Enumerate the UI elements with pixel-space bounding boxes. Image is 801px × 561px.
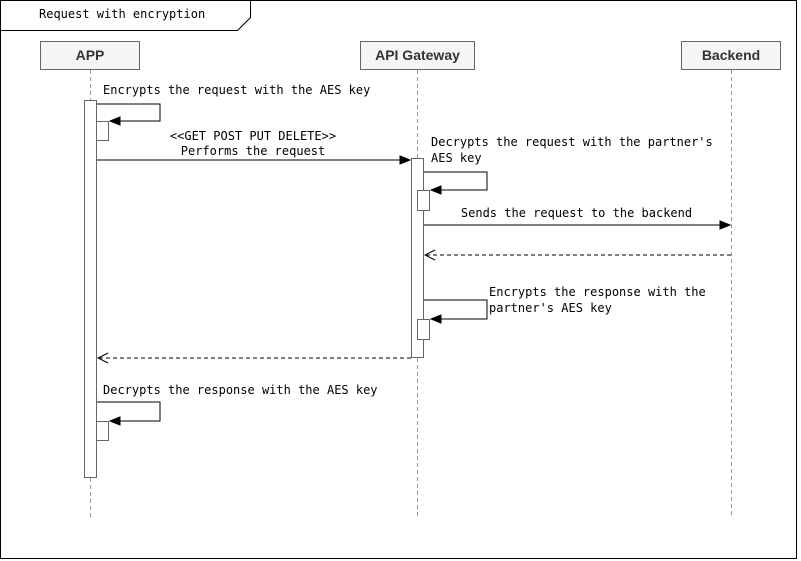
message-label-decrypt-response: Decrypts the response with the AES key — [103, 383, 378, 397]
activation-app-nested-1 — [96, 121, 109, 141]
participant-label-api-gateway: API Gateway — [375, 47, 460, 63]
message-label-encrypt-response-line1: Encrypts the response with the — [489, 285, 706, 299]
message-label-perform-request-text: Performs the request — [180, 144, 326, 158]
message-label-send-backend: Sends the request to the backend — [460, 206, 693, 220]
message-label-decrypt-request: Decrypts the request with the partner's … — [431, 134, 713, 166]
message-label-decrypt-request-line1: Decrypts the request with the partner's — [431, 135, 713, 149]
participant-box-backend: Backend — [681, 41, 781, 70]
activation-gateway-nested-2 — [417, 319, 430, 340]
message-label-encrypt-response-line2: partner's AES key — [489, 301, 612, 315]
participant-box-app: APP — [40, 41, 140, 70]
participant-box-api-gateway: API Gateway — [360, 41, 475, 70]
frame-title-tab — [0, 0, 251, 31]
frame-title: Request with encryption — [39, 7, 206, 21]
activation-gateway-nested-1 — [417, 190, 430, 211]
activation-app-main — [84, 100, 97, 478]
frame-title-tab-shape — [0, 0, 251, 31]
message-label-perform-request-stereotype: <<GET POST PUT DELETE>> — [169, 129, 337, 143]
activation-app-nested-2 — [96, 421, 109, 441]
message-label-encrypt-request: Encrypts the request with the AES key — [103, 83, 371, 97]
message-label-encrypt-response: Encrypts the response with the partner's… — [489, 284, 706, 316]
message-label-decrypt-request-line2: AES key — [431, 151, 482, 165]
message-label-perform-request: <<GET POST PUT DELETE>> Performs the req… — [96, 129, 410, 159]
participant-label-backend: Backend — [701, 47, 761, 63]
participant-label-app: APP — [75, 47, 105, 63]
